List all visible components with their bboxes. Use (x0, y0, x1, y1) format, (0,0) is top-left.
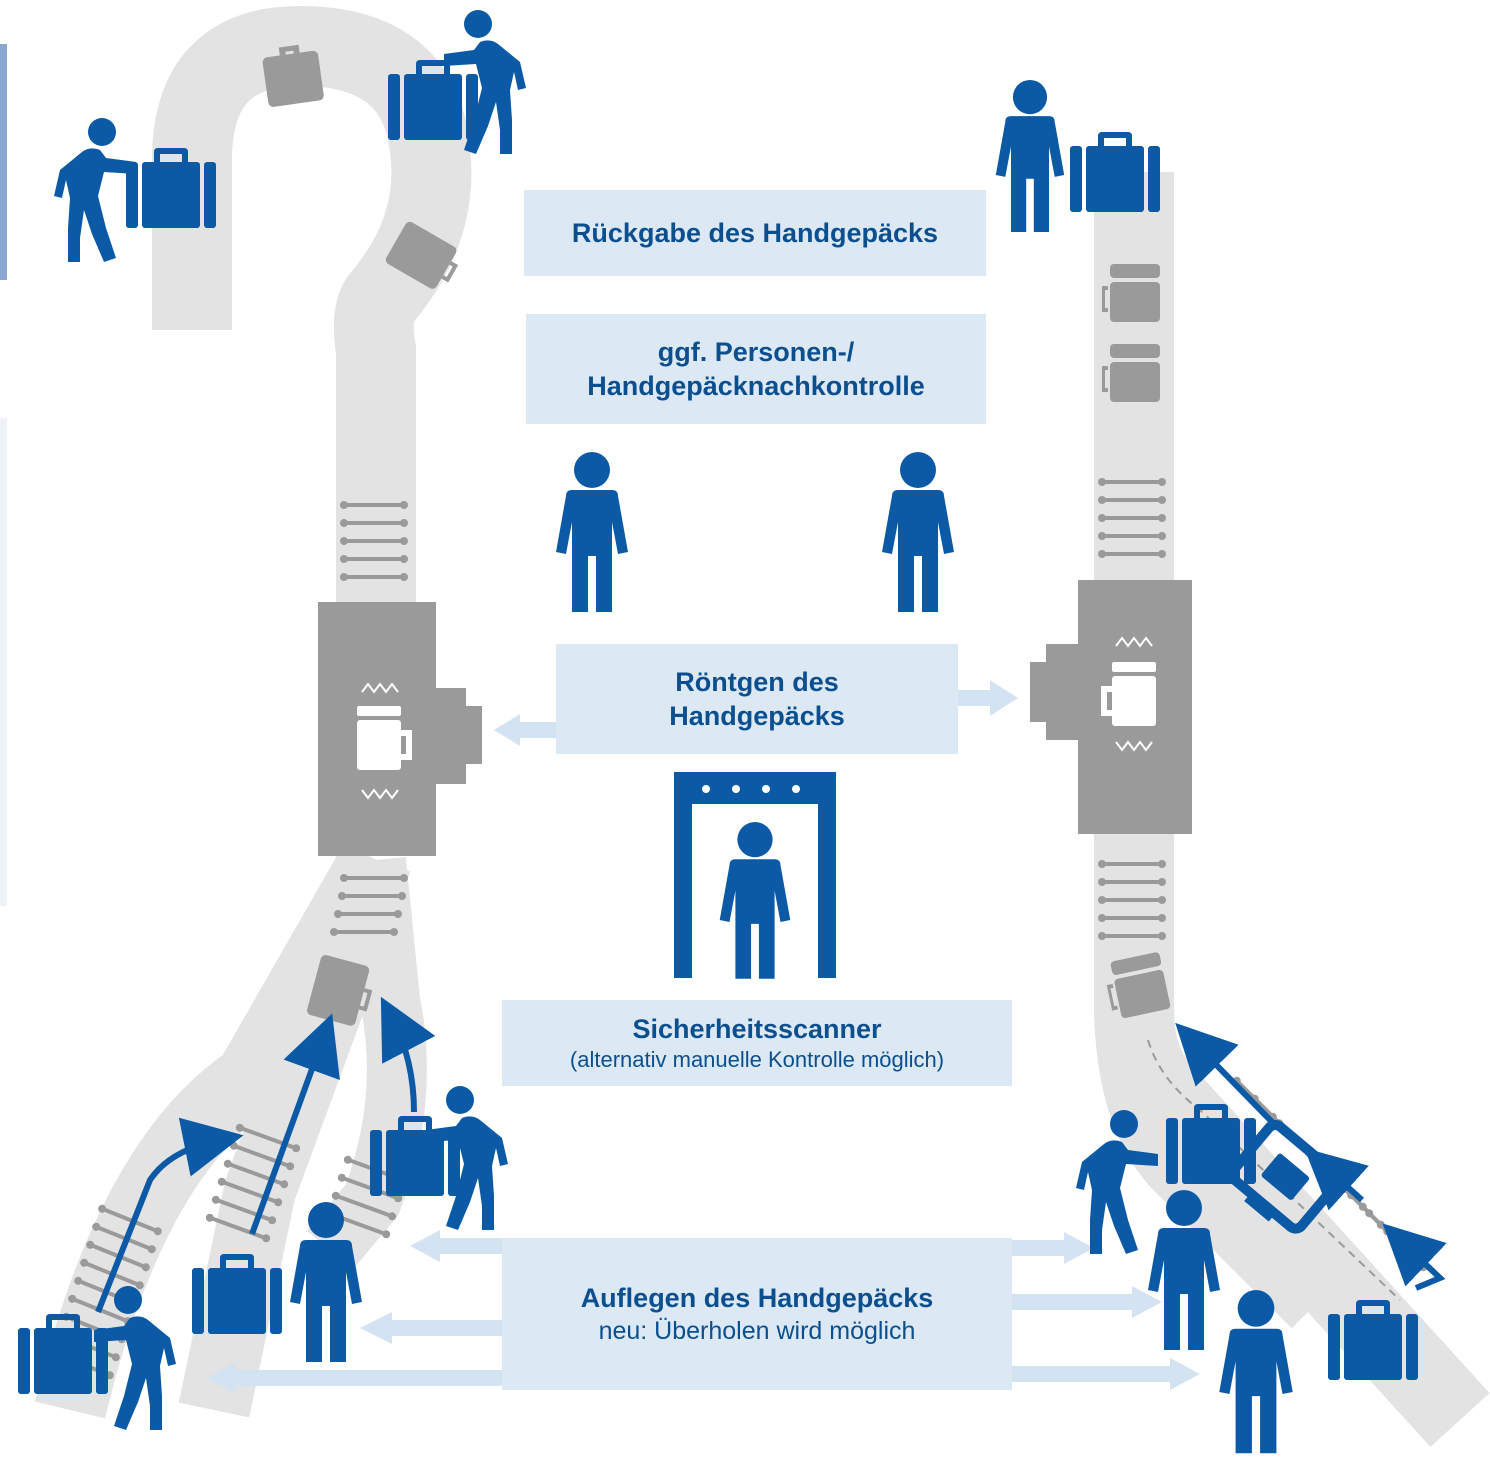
label-return: Rückgabe des Handgepäcks (524, 190, 986, 276)
label-loading-note: neu: Überholen wird möglich (598, 1317, 916, 1345)
person-icon (882, 452, 954, 612)
label-xray: Röntgen des Handgepäcks (556, 644, 958, 754)
right-xray-machine (1030, 580, 1192, 834)
person-pushing-icon (54, 118, 136, 262)
left-belt-suitcases (262, 44, 459, 1026)
suitcase-icon (1227, 1119, 1344, 1234)
label-loading: Auflegen des Handgepäcks neu: Überholen … (502, 1238, 1012, 1390)
left-edge-bar-bottom (0, 418, 7, 906)
left-edge-bar-top (0, 44, 7, 280)
left-xray-machine (318, 602, 482, 856)
label-recheck-line1: ggf. Personen-/ (657, 337, 855, 367)
label-scanner: Sicherheitsscanner (alternativ manuelle … (502, 1000, 1012, 1086)
label-loading-title: Auflegen des Handgepäcks (580, 1283, 934, 1313)
xray-arrows (494, 680, 1018, 746)
label-scanner-note: (alternativ manuelle Kontrolle möglich) (569, 1047, 945, 1072)
body-scanner-icon (674, 772, 836, 979)
person-icon (556, 452, 628, 612)
label-return-text: Rückgabe des Handgepäcks (571, 218, 939, 248)
label-scanner-title: Sicherheitsscanner (632, 1014, 882, 1044)
label-recheck-line2: Handgepäcknachkontrolle (587, 371, 925, 401)
label-xray-line2: Handgepäcks (669, 701, 845, 731)
label-xray-line1: Röntgen des (675, 667, 839, 697)
loading-arrows (206, 1230, 1200, 1394)
person-icon (995, 80, 1065, 232)
label-recheck: ggf. Personen-/ Handgepäcknachkontrolle (526, 314, 986, 424)
